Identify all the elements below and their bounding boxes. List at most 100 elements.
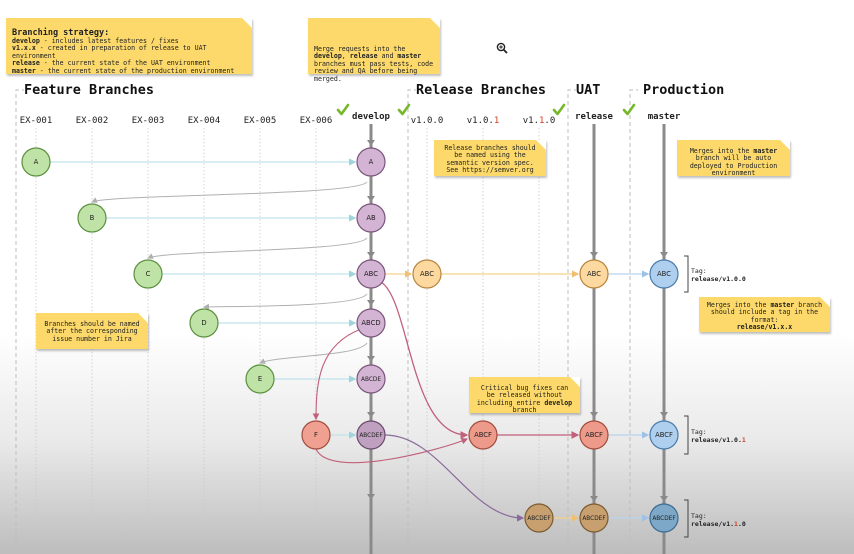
- commit-node[interactable]: E: [245, 364, 275, 394]
- commit-circle: [356, 203, 386, 233]
- commit-label: ABCDEF: [582, 516, 605, 522]
- commit-label: F: [314, 431, 318, 439]
- section-guide: [15, 89, 24, 554]
- commit-node[interactable]: F: [301, 420, 331, 450]
- column-ex003: EX-003: [131, 116, 165, 126]
- commit-node[interactable]: A: [356, 147, 386, 177]
- commit-label: ABCDE: [361, 377, 381, 383]
- commit-node[interactable]: ABC: [649, 259, 679, 289]
- column-ex006: EX-006: [299, 116, 333, 126]
- arrow-down-icon: [367, 300, 375, 306]
- commit-circle: [468, 420, 498, 450]
- header-production: Production: [643, 82, 725, 98]
- commit-circle: [301, 420, 331, 450]
- commit-label: C: [146, 270, 151, 278]
- semver-note: Release branches should be named using t…: [434, 140, 546, 176]
- commit-label: A: [34, 158, 39, 166]
- commit-circle: [649, 259, 679, 289]
- commit-node[interactable]: C: [133, 259, 163, 289]
- commit-circle: [356, 308, 386, 338]
- arrow-down-icon: [367, 252, 375, 258]
- arrow-down-icon: [367, 494, 375, 500]
- commit-label: ABCF: [585, 431, 603, 439]
- strategy-line-vxx: v1.x.x - created in preparation of relea…: [12, 44, 207, 60]
- check-icon: [397, 103, 411, 116]
- zoom-in-icon[interactable]: [496, 42, 508, 54]
- check-icon: [552, 103, 566, 116]
- branch-off-line: [147, 237, 368, 259]
- commit-label: ABC: [420, 270, 434, 278]
- column-ex001: EX-001: [19, 116, 53, 126]
- arrow-down-icon: [367, 196, 375, 202]
- commit-circle: [579, 259, 609, 289]
- commit-node[interactable]: ABCDEF: [649, 503, 679, 533]
- release-cut-line: [384, 434, 525, 522]
- arrow-down-icon: [367, 412, 375, 418]
- commit-circle: [356, 259, 386, 289]
- tag-bracket: [684, 415, 689, 455]
- commit-circle: [579, 420, 609, 450]
- strategy-line-master: master - the current state of the produc…: [12, 66, 235, 75]
- commit-node[interactable]: B: [77, 203, 107, 233]
- commit-circle: [412, 259, 442, 289]
- commit-node[interactable]: ABC: [579, 259, 609, 289]
- arrow-down-icon: [660, 252, 668, 258]
- commit-circle: [579, 503, 609, 533]
- column-v101: v1.0.1: [466, 116, 500, 126]
- section-guide: [567, 89, 576, 554]
- commit-label: D: [201, 319, 206, 327]
- tag-release-v101: Tag:release/v1.0.1: [691, 428, 746, 444]
- commit-circle: [356, 364, 386, 394]
- commit-circle: [356, 420, 386, 450]
- strategy-line-release: release - the current state of the UAT e…: [12, 59, 211, 68]
- tag-format-note: Merges into the master branch should inc…: [699, 297, 830, 332]
- commit-node[interactable]: ABCDEF: [356, 420, 386, 450]
- commit-circle: [189, 308, 219, 338]
- commit-circle: [133, 259, 163, 289]
- commit-label: ABC: [364, 270, 378, 278]
- column-release: release: [575, 112, 613, 122]
- tag-bracket: [684, 499, 689, 538]
- hotfix-branch-line: [312, 328, 362, 421]
- hotfix-merge-line: [315, 438, 469, 464]
- hotfix-line: [380, 281, 469, 439]
- commit-label: ABCF: [474, 431, 492, 439]
- commit-label: B: [90, 214, 95, 222]
- commit-circle: [649, 420, 679, 450]
- branching-strategy-title: Branching strategy:: [12, 28, 110, 38]
- arrow-down-icon: [660, 496, 668, 502]
- commit-node[interactable]: ABCF: [468, 420, 498, 450]
- hotfix-note: Critical bug fixes can be released witho…: [469, 377, 580, 414]
- column-v110: v1.1.0: [522, 116, 556, 126]
- branch-off-line: [91, 181, 368, 203]
- commit-node[interactable]: ABCF: [649, 420, 679, 450]
- check-icon: [336, 103, 350, 116]
- commit-node[interactable]: ABC: [356, 259, 386, 289]
- commit-node[interactable]: D: [189, 308, 219, 338]
- commit-label: AB: [366, 214, 376, 222]
- commit-node[interactable]: ABCDE: [356, 364, 386, 394]
- commit-label: ABC: [587, 270, 601, 278]
- commit-node[interactable]: ABC: [412, 259, 442, 289]
- commit-circle: [21, 147, 51, 177]
- commit-label: ABCF: [655, 431, 673, 439]
- commit-circle: [77, 203, 107, 233]
- commit-node[interactable]: AB: [356, 203, 386, 233]
- tag-bracket: [684, 255, 689, 293]
- column-ex004: EX-004: [187, 116, 221, 126]
- arrow-down-icon: [590, 496, 598, 502]
- commit-circle: [245, 364, 275, 394]
- commit-node[interactable]: ABCDEF: [579, 503, 609, 533]
- arrow-down-icon: [590, 252, 598, 258]
- arrow-down-icon: [590, 412, 598, 418]
- check-icon: [622, 103, 636, 116]
- commit-circle: [524, 503, 554, 533]
- commit-node[interactable]: A: [21, 147, 51, 177]
- column-ex005: EX-005: [243, 116, 277, 126]
- commit-node[interactable]: ABCDEF: [524, 503, 554, 533]
- commit-node[interactable]: ABCF: [579, 420, 609, 450]
- section-guide: [407, 89, 416, 554]
- commit-node[interactable]: ABCD: [356, 308, 386, 338]
- arrow-down-icon: [660, 412, 668, 418]
- prod-deploy-note: Merges into the master branch will be au…: [677, 140, 790, 177]
